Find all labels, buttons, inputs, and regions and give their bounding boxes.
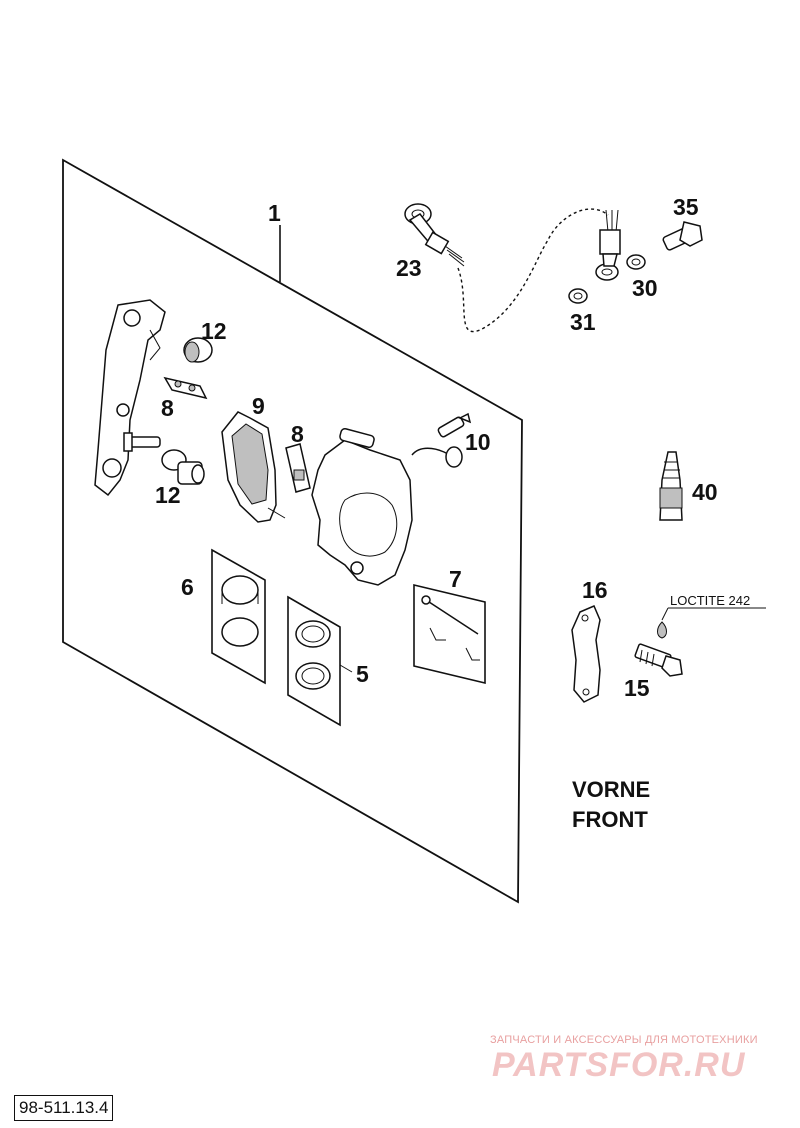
- part-9-brake-pad: [221, 411, 286, 523]
- callout-35: 35: [673, 194, 699, 220]
- part-16-lock-plate: [571, 605, 601, 703]
- callout-8-right: 8: [291, 421, 304, 447]
- callout-15: 15: [624, 675, 650, 701]
- callout-1: 1: [268, 200, 281, 226]
- part-8-left-clip: [163, 376, 208, 400]
- callout-12-lower: 12: [155, 482, 181, 508]
- part-30-washer: [626, 254, 646, 270]
- callout-30: 30: [632, 275, 658, 301]
- callout-10: 10: [465, 429, 491, 455]
- part-6-pistons: [211, 548, 266, 685]
- adhesive-drop-icon: [657, 621, 667, 639]
- callout-16: 16: [582, 577, 608, 603]
- region-label-english: FRONT: [572, 807, 648, 832]
- callout-8-left: 8: [161, 395, 174, 421]
- part-8-right-clip: [285, 443, 311, 493]
- caliper-body: [311, 427, 413, 586]
- part-10-bleed-valve: [411, 412, 472, 468]
- part-35-banjo-bolt: [662, 221, 703, 251]
- watermark-logo: PARTSFOR.RU: [492, 1046, 746, 1084]
- part-5-seals: [287, 595, 353, 727]
- hose-end-fitting: [595, 209, 621, 281]
- caliper-carrier-bracket: [94, 299, 166, 497]
- region-label-german: VORNE: [572, 777, 650, 802]
- guide-pin: [123, 432, 161, 452]
- callout-12-upper: 12: [201, 318, 227, 344]
- watermark-caption: ЗАПЧАСТИ И АКСЕССУАРЫ ДЛЯ МОТОТЕХНИКИ: [490, 1034, 758, 1046]
- callout-31: 31: [570, 309, 596, 335]
- callout-9: 9: [252, 393, 265, 419]
- part-15-bolt: [634, 643, 683, 677]
- callout-6: 6: [181, 574, 194, 600]
- part-31-washer: [568, 288, 588, 304]
- part-12-upper-boot: [183, 337, 213, 363]
- part-12-lower-guide-bolt: [161, 449, 205, 485]
- callout-40: 40: [692, 479, 718, 505]
- callout-7: 7: [449, 566, 462, 592]
- caliper-assembly-panel: [62, 158, 523, 904]
- part-40-threadlock-tube: [659, 451, 683, 521]
- part-7-pin-kit: [413, 583, 486, 685]
- callout-5: 5: [356, 661, 369, 687]
- callout-23: 23: [396, 255, 422, 281]
- loctite-note: LOCTITE 242: [670, 593, 750, 608]
- diagram-code: 98-511.13.4: [14, 1095, 114, 1121]
- part-23-brake-hose: [404, 203, 609, 333]
